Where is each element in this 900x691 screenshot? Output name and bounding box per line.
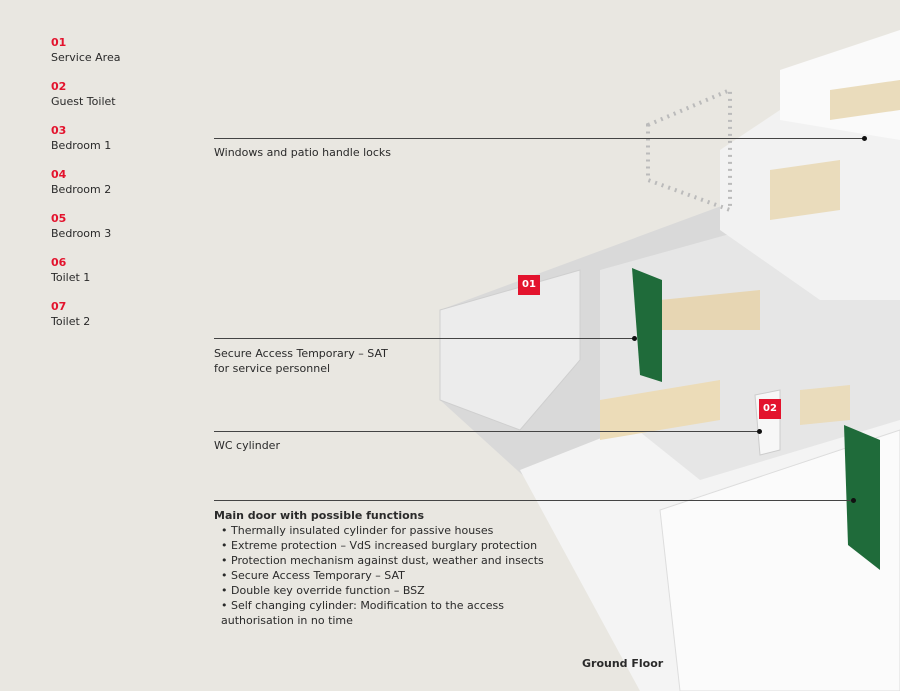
leader-line-windows — [214, 138, 864, 139]
main-door-title: Main door with possible functions — [214, 509, 425, 522]
marker-dot — [757, 429, 762, 434]
function-item: Self changing cylinder: Modification to … — [231, 598, 544, 613]
marker-dot — [862, 136, 867, 141]
room-badge-01: 01 — [518, 275, 540, 295]
legend-label: Toilet 2 — [51, 315, 91, 328]
legend-number: 04 — [51, 168, 67, 181]
floor-label: Ground Floor — [582, 657, 664, 670]
function-item: Double key override function – BSZ — [231, 583, 544, 598]
marker-dot — [632, 336, 637, 341]
legend-number: 05 — [51, 212, 67, 225]
legend-label: Bedroom 1 — [51, 139, 112, 152]
legend-label: Bedroom 3 — [51, 227, 112, 240]
main-door — [844, 425, 880, 570]
function-item: Protection mechanism against dust, weath… — [231, 553, 544, 568]
legend-number: 01 — [51, 36, 67, 49]
marker-dot — [851, 498, 856, 503]
legend-label: Bedroom 2 — [51, 183, 112, 196]
room-badge-02: 02 — [759, 399, 781, 419]
legend-number: 06 — [51, 256, 67, 269]
main-door-functions: Thermally insulated cylinder for passive… — [214, 523, 544, 628]
leader-line-main-door — [214, 500, 854, 501]
legend-label: Service Area — [51, 51, 121, 64]
legend-label: Guest Toilet — [51, 95, 116, 108]
legend-number: 03 — [51, 124, 67, 137]
callout-wc: WC cylinder — [214, 439, 280, 452]
callout-windows: Windows and patio handle locks — [214, 146, 392, 159]
function-item-continuation: authorisation in no time — [221, 614, 353, 627]
legend-number: 02 — [51, 80, 67, 93]
legend-number: 07 — [51, 300, 67, 313]
service-door — [632, 268, 662, 382]
function-item: Extreme protection – VdS increased burgl… — [231, 538, 544, 553]
callout-sat: Secure Access Temporary – SAT for servic… — [214, 346, 388, 376]
callout-main-door: Main door with possible functions Therma… — [214, 508, 544, 628]
function-item: Secure Access Temporary – SAT — [231, 568, 544, 583]
legend-label: Toilet 1 — [51, 271, 91, 284]
leader-line-wc — [214, 431, 759, 432]
callout-sat-line1: Secure Access Temporary – SAT — [214, 347, 388, 360]
function-item: Thermally insulated cylinder for passive… — [231, 523, 544, 538]
callout-sat-line2: for service personnel — [214, 362, 331, 375]
leader-line-sat — [214, 338, 634, 339]
